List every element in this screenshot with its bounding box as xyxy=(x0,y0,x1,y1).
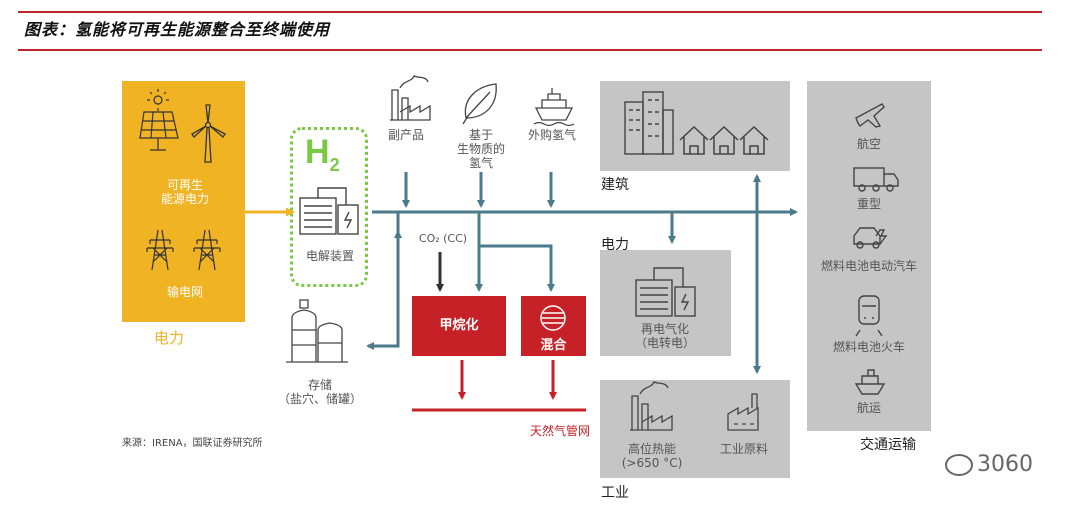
reelectrification-label: 再电气化 （电转电） xyxy=(634,322,695,350)
transport-item-heavy: 重型 xyxy=(856,197,881,211)
imported-label: 外购氢气 xyxy=(527,128,576,142)
header-rule-bottom xyxy=(18,49,1042,51)
transport-item-aviation: 航空 xyxy=(856,137,881,151)
blending-box: 混合 xyxy=(521,296,586,356)
airplane-icon xyxy=(855,103,885,128)
buildings-section-label: 建筑 xyxy=(601,177,629,193)
watermark: 3060 xyxy=(945,452,1033,477)
transport-item-fcev: 燃料电池电动汽车 xyxy=(820,259,917,273)
fuel-cell-icon xyxy=(635,267,696,317)
h2-symbol: H2 xyxy=(305,133,340,175)
power2-section-label: 电力 xyxy=(601,237,629,253)
electrolysis-label: 电解装置 xyxy=(305,249,354,263)
header-rule-top xyxy=(18,11,1042,13)
train-icon xyxy=(855,295,883,337)
heat-label: 高位热能 (>650 °C) xyxy=(621,442,683,470)
blending-icon xyxy=(540,305,566,331)
buildings-panel xyxy=(600,81,790,171)
methanation-box: 甲烷化 xyxy=(412,296,506,356)
transport-item-train: 燃料电池火车 xyxy=(832,340,905,354)
co2-label: CO₂ (CC) xyxy=(418,232,468,245)
wechat-icon xyxy=(945,454,973,476)
power-section-label: 电力 xyxy=(154,329,185,347)
gas-grid-label: 天然气管网 xyxy=(529,424,590,438)
house-icon xyxy=(739,125,769,155)
wind-turbine-icon xyxy=(191,104,226,163)
transmission-tower-icon xyxy=(146,229,174,271)
factory-icon xyxy=(390,75,431,121)
renewable-label: 可再生 能源电力 xyxy=(160,178,209,206)
electrolyser-icon xyxy=(299,187,359,235)
source-note: 来源：IRENA，国联证券研究所 xyxy=(122,438,263,449)
office-building-icon xyxy=(624,91,674,155)
byproduct-label: 副产品 xyxy=(387,128,424,142)
feedstock-label: 工业原料 xyxy=(719,442,768,456)
transport-item-shipping: 航运 xyxy=(856,401,881,415)
leaf-icon xyxy=(462,83,497,125)
storage-tank-icon xyxy=(286,299,348,363)
storage-label: 存储 （盐穴、储罐） xyxy=(277,378,362,406)
transport-section-label: 交通运输 xyxy=(860,437,916,453)
to-blending-arrow xyxy=(477,212,555,292)
biomass-label: 基于 生物质的 氢气 xyxy=(456,128,505,170)
transport-panel xyxy=(807,81,931,431)
ship-icon xyxy=(533,88,575,127)
house-icon xyxy=(709,125,739,155)
solar-panel-icon xyxy=(139,89,179,151)
transmission-tower-icon xyxy=(193,229,221,271)
storage-arrow xyxy=(366,212,400,350)
page-title: 图表：氢能将可再生能源整合至终端使用 xyxy=(24,20,331,39)
house-icon xyxy=(679,125,709,155)
electrolysis-box xyxy=(290,127,368,287)
grid-label: 输电网 xyxy=(166,285,203,299)
industry-section-label: 工业 xyxy=(601,485,629,501)
truck-icon xyxy=(853,167,899,192)
ship-icon xyxy=(854,369,886,395)
car-icon xyxy=(853,227,888,249)
factory-icon xyxy=(630,381,673,431)
factory-small-icon xyxy=(727,393,759,431)
